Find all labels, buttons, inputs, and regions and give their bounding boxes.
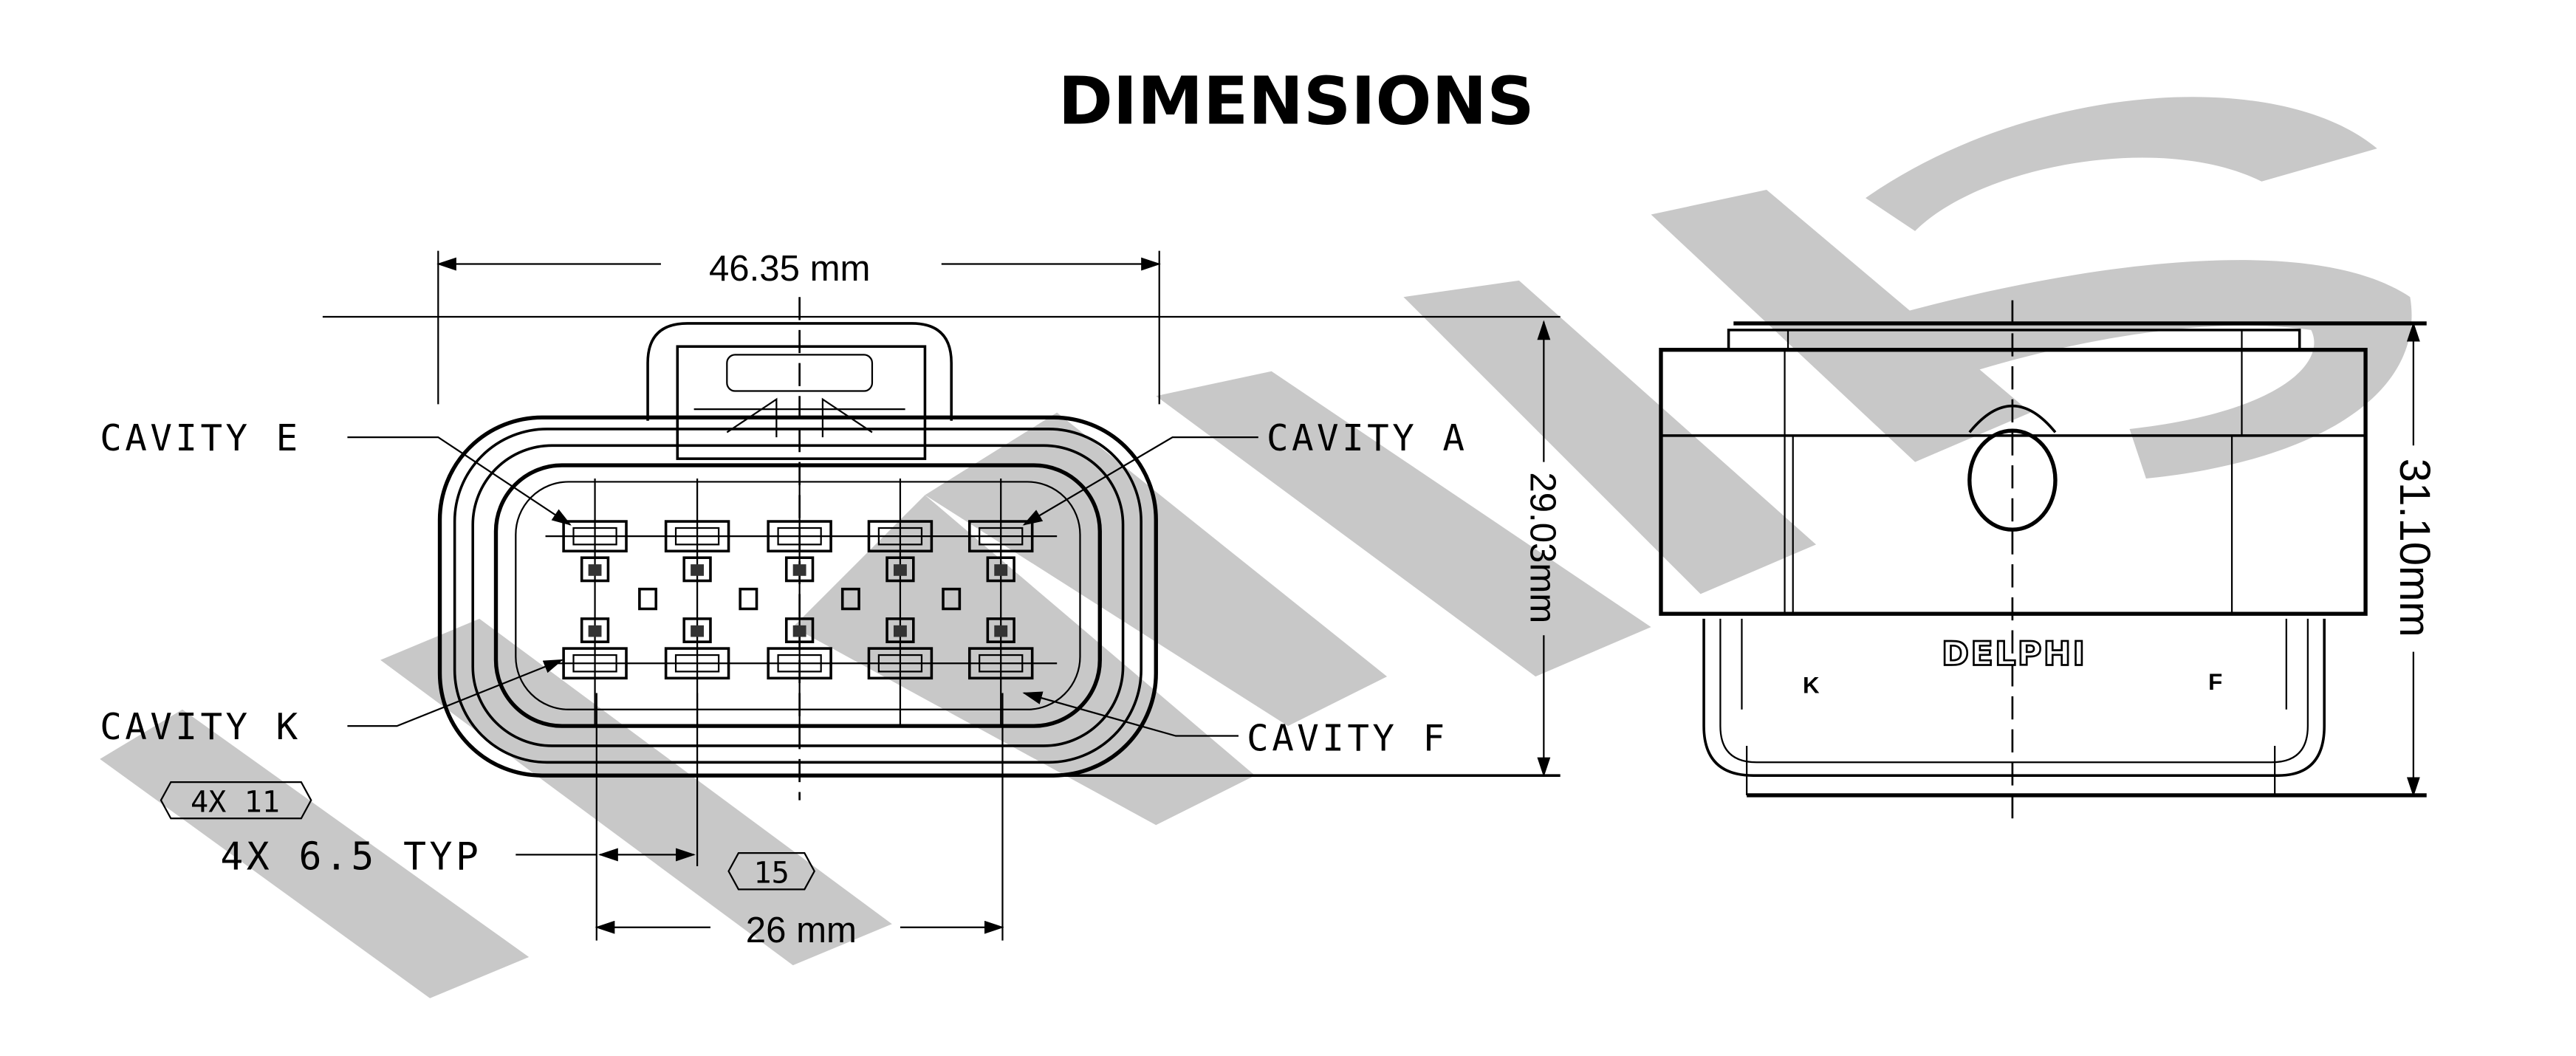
cavity-terminal-inner xyxy=(777,654,822,673)
cavity-slot xyxy=(942,587,962,611)
callout-cavity-a: CAVITY A xyxy=(1267,416,1467,459)
cavity-terminal xyxy=(967,647,1034,680)
callout-cavity-e: CAVITY E xyxy=(100,416,301,459)
cavity-terminal xyxy=(867,647,934,680)
cavity-terminal xyxy=(562,520,628,553)
svg-text:15: 15 xyxy=(753,856,789,890)
front-view: 46.35 mm CAVITY E CAVITY A CAVITY K CAVI… xyxy=(100,249,1562,950)
cavity-terminal-inner xyxy=(877,654,923,673)
cavity-terminal xyxy=(664,520,730,553)
cavity-lock xyxy=(682,617,712,643)
svg-text:4X 11: 4X 11 xyxy=(191,785,280,819)
cavity-lock-inner xyxy=(691,564,705,576)
cavity-terminal-inner xyxy=(572,654,617,673)
cavity-lock-inner xyxy=(994,625,1008,637)
cavity-terminal xyxy=(967,520,1034,553)
callout-cavity-f: CAVITY F xyxy=(1247,717,1448,760)
cavity-lock-inner xyxy=(588,564,602,576)
cavity-lock-inner xyxy=(994,564,1008,576)
cavity-terminal xyxy=(767,520,832,553)
cavity-terminal-inner xyxy=(877,527,923,546)
side-view: DELPHI K F 31.10mm xyxy=(1659,300,2439,822)
pitch-dimension: 4X 6.5 TYP xyxy=(220,835,482,880)
height-dimension: 29.03mm xyxy=(1522,472,1562,623)
cavity-terminal-inner xyxy=(777,527,822,546)
brand-mark-delphi: DELPHI xyxy=(1942,634,2086,673)
cavity-terminal-inner xyxy=(674,527,720,546)
cavity-terminal-inner xyxy=(572,527,617,546)
cavity-slot xyxy=(840,587,860,611)
cavity-lock xyxy=(886,617,915,643)
label-f: F xyxy=(2208,669,2222,695)
cavity-terminal-inner xyxy=(979,527,1024,546)
cavity-slot xyxy=(739,587,758,611)
page-title: DIMENSIONS xyxy=(1058,64,1535,140)
span-dimension: 26 mm xyxy=(746,911,857,950)
width-dimension: 46.35 mm xyxy=(709,249,871,289)
cavity-lock xyxy=(784,556,815,583)
cavity-lock xyxy=(580,556,610,583)
cavity-slot xyxy=(638,587,658,611)
cavity-lock xyxy=(886,556,915,583)
cavity-terminal xyxy=(867,520,934,553)
cavity-lock-inner xyxy=(792,625,806,637)
cavity-terminal xyxy=(767,647,832,680)
cavity-lock xyxy=(784,617,815,643)
cavity-terminal xyxy=(562,647,628,680)
callout-cavity-k: CAVITY K xyxy=(100,705,301,748)
cavity-lock-inner xyxy=(691,625,705,637)
label-k: K xyxy=(1803,672,1820,698)
cavity-lock xyxy=(580,617,610,643)
balloon-15: 15 xyxy=(727,852,816,891)
side-height-dimension: 31.10mm xyxy=(2391,459,2439,637)
cavity-lock xyxy=(986,556,1015,583)
cavity-lock xyxy=(986,617,1015,643)
cavity-lock-inner xyxy=(893,564,907,576)
cavity-terminal-inner xyxy=(674,654,720,673)
cavity-lock-inner xyxy=(893,625,907,637)
cavity-lock-inner xyxy=(792,564,806,576)
cavity-terminal xyxy=(664,647,730,680)
cavity-terminal-inner xyxy=(979,654,1024,673)
balloon-4x11: 4X 11 xyxy=(160,781,312,820)
cavity-grid xyxy=(562,478,1034,727)
cavity-lock xyxy=(682,556,712,583)
cavity-lock-inner xyxy=(588,625,602,637)
